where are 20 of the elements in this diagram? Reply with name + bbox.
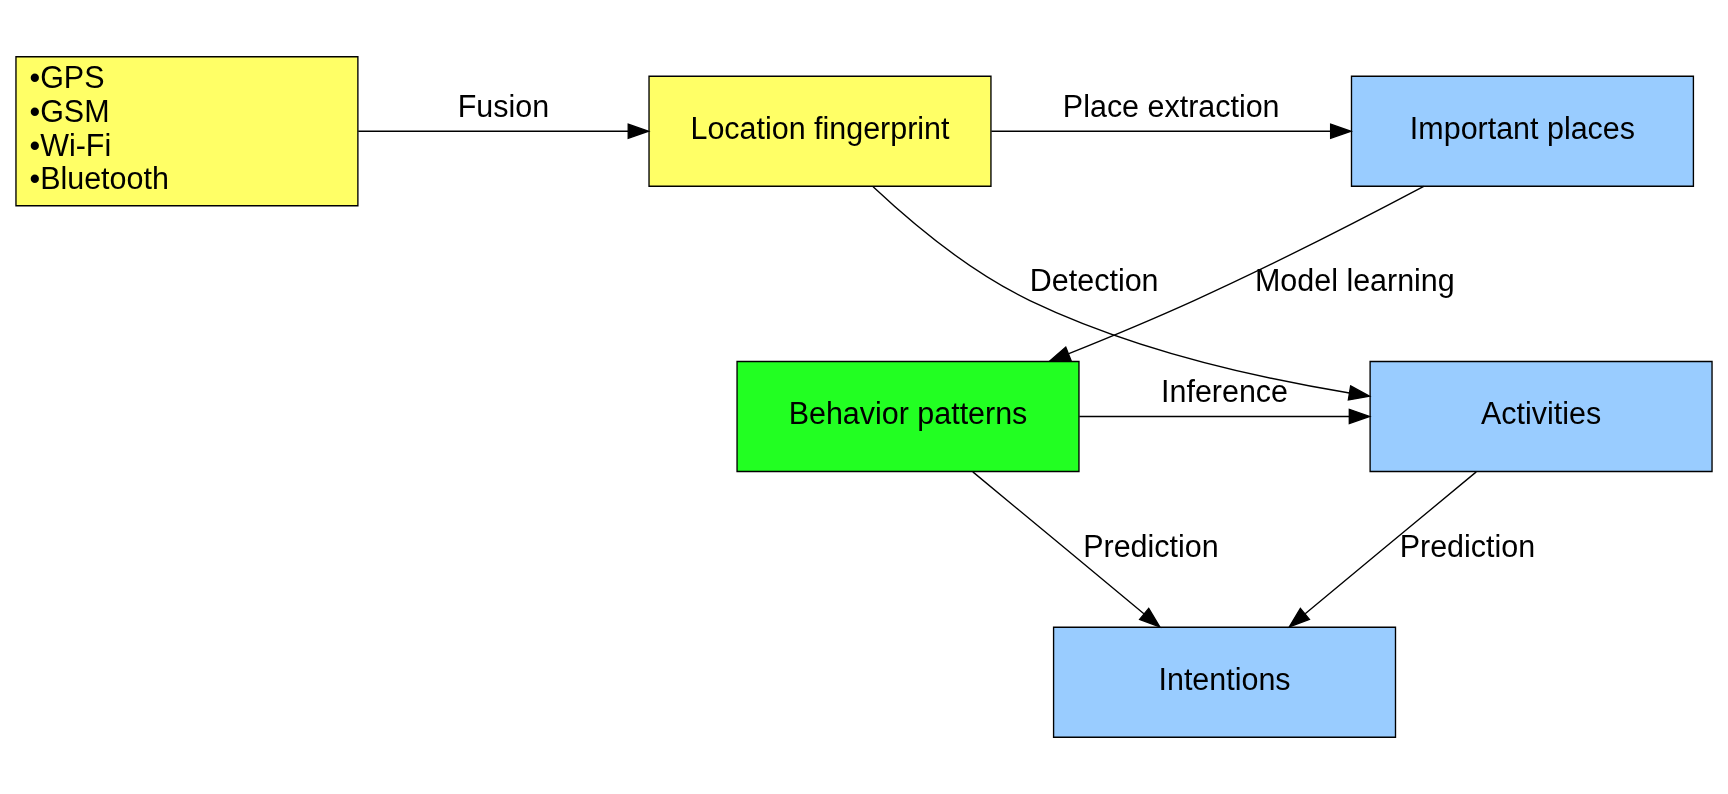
edge-label: Fusion	[457, 88, 550, 123]
arrow	[990, 123, 1353, 140]
edge-label: Prediction	[1399, 528, 1536, 563]
edge-label: Model learning	[1255, 263, 1455, 298]
arrow	[1047, 185, 1425, 362]
node-box: Intentions	[1052, 626, 1397, 738]
arrow	[1287, 471, 1477, 629]
edge-label: Place extraction	[1062, 88, 1280, 123]
node-box: Location fingerprint	[648, 75, 992, 187]
node-box: •GPS •GSM •Wi-Fi •Bluetooth	[15, 56, 359, 207]
node-box: Behavior patterns	[736, 360, 1080, 473]
arrow	[872, 186, 1372, 401]
arrow	[1078, 408, 1372, 425]
edge-label: Inference	[1161, 373, 1289, 408]
node-box: Activities	[1369, 360, 1713, 473]
arrow	[357, 123, 651, 140]
edge-label: Prediction	[1083, 528, 1219, 563]
edge-label: Detection	[1029, 263, 1159, 298]
node-box: Important places	[1350, 75, 1695, 187]
arrow	[972, 471, 1162, 629]
